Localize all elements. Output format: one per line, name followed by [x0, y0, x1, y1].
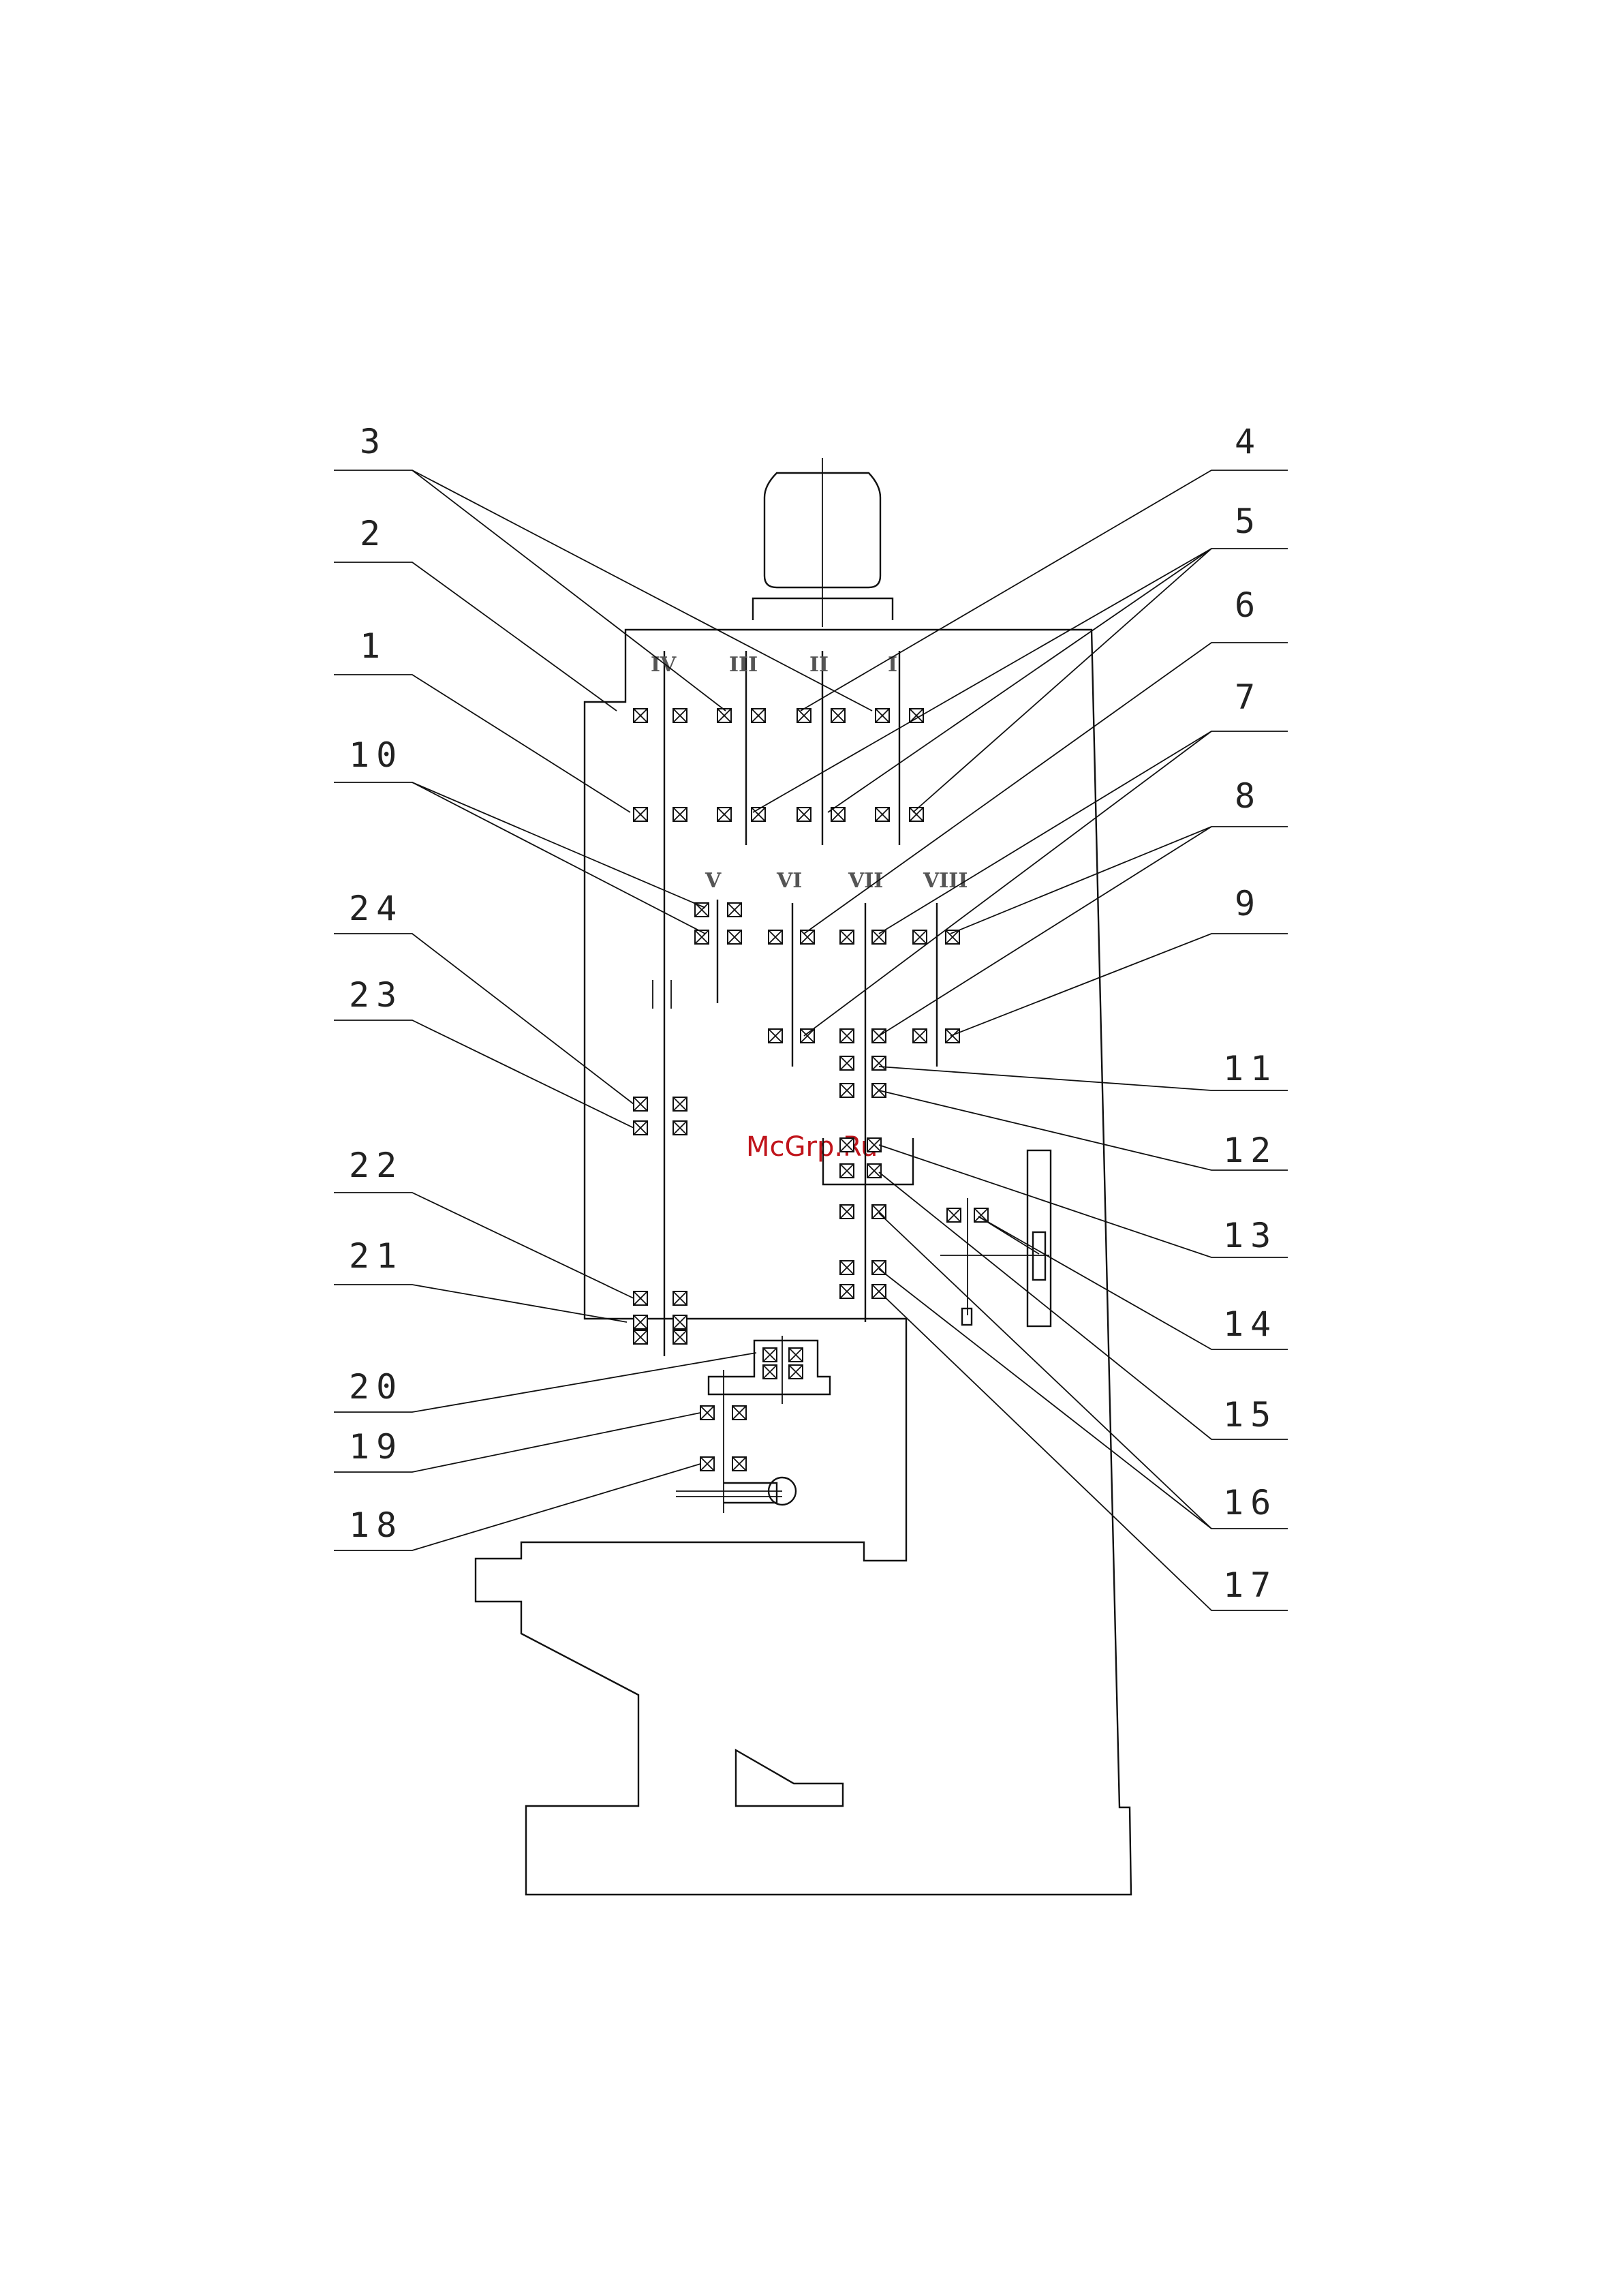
- callout-16: 16: [1223, 1483, 1278, 1522]
- callout-24: 24: [349, 889, 403, 928]
- callout-2: 2: [360, 514, 387, 553]
- shaft-label-vi: VI: [776, 869, 802, 893]
- callout-17: 17: [1223, 1565, 1278, 1605]
- callout-14: 14: [1223, 1304, 1278, 1344]
- callout-22: 22: [349, 1146, 403, 1185]
- callout-20: 20: [349, 1367, 403, 1407]
- shaft-label-v: V: [705, 869, 722, 893]
- callout-21: 21: [349, 1236, 403, 1276]
- shaft-label-viii: VIII: [923, 869, 968, 893]
- callout-10: 10: [349, 735, 403, 775]
- motor: [753, 458, 893, 627]
- base-slot: [736, 1750, 843, 1806]
- callouts-left: 3 2 1 10 24 23 22 21 20 19 18: [349, 422, 403, 1545]
- callout-1: 1: [360, 626, 387, 666]
- callout-9: 9: [1235, 884, 1262, 923]
- callout-12: 12: [1223, 1131, 1278, 1170]
- callout-11: 11: [1223, 1049, 1278, 1088]
- shaft-label-ii: II: [809, 653, 829, 677]
- callout-23: 23: [349, 975, 403, 1015]
- gear-symbols: [634, 709, 988, 1471]
- callout-13: 13: [1223, 1216, 1278, 1255]
- shaft-labels-middle: V VI VII VIII: [705, 869, 968, 893]
- callout-5: 5: [1235, 502, 1262, 541]
- shafts: [653, 651, 937, 1356]
- callout-8: 8: [1235, 776, 1262, 816]
- callout-19: 19: [349, 1427, 403, 1467]
- callout-7: 7: [1235, 677, 1262, 717]
- callout-4: 4: [1235, 422, 1262, 461]
- watermark-text: McGrp.Ru: [746, 1131, 878, 1163]
- callout-18: 18: [349, 1505, 403, 1545]
- shaft-labels-top: IV III II I: [651, 653, 897, 677]
- shaft-label-iii: III: [729, 653, 758, 677]
- callout-15: 15: [1223, 1395, 1278, 1435]
- callout-3: 3: [360, 422, 387, 461]
- callouts-right: 4 5 6 7 8 9 11 12 13 14 15 16 17: [1223, 422, 1278, 1605]
- callout-6: 6: [1235, 585, 1262, 625]
- feed-mechanism: [940, 1150, 1051, 1326]
